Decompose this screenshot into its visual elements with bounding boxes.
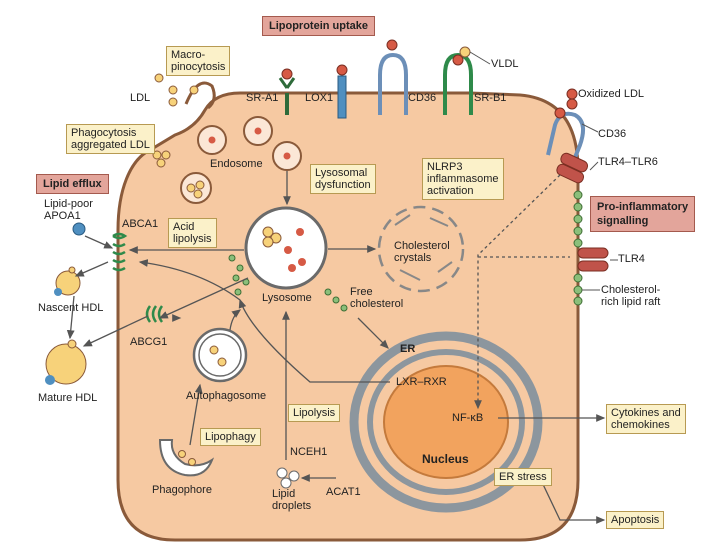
nucleus-er <box>349 331 543 513</box>
apoa1-particle <box>72 222 86 236</box>
sr-b1-receptor <box>443 46 491 115</box>
label-tlr4: TLR4 <box>618 253 645 265</box>
box-lipophagy: Lipophagy <box>200 428 261 446</box>
lox1-receptor <box>336 64 348 119</box>
label-lox1: LOX1 <box>305 92 334 104</box>
label-nascent-hdl: Nascent HDL <box>38 302 104 314</box>
label-ldl: LDL <box>130 92 151 104</box>
box-lysosomal-dysfunction: Lysosomal dysfunction <box>310 164 376 194</box>
mature-hdl-particle <box>45 339 87 385</box>
label-oxidized-ldl: Oxidized LDL <box>578 88 645 100</box>
leader-lines <box>581 123 618 291</box>
box-nlrp3: NLRP3 inflammasome activation <box>422 158 504 200</box>
label-cd36-right: CD36 <box>598 128 627 140</box>
oxidized-ldl-particles <box>566 88 578 100</box>
label-lysosome: Lysosome <box>262 292 312 304</box>
header-lipid-efflux: Lipid efflux <box>36 174 109 194</box>
lipid-raft-beads <box>573 190 583 306</box>
box-macropinocytosis: Macro- pinocytosis <box>166 46 231 76</box>
label-acat1: ACAT1 <box>326 486 361 498</box>
label-tlr4-tlr6: TLR4–TLR6 <box>598 156 658 168</box>
label-nf-kb: NF-κB <box>452 412 484 424</box>
cd36-right-receptor <box>546 98 586 166</box>
endosome-3 <box>272 141 302 171</box>
label-er: ER <box>400 343 416 355</box>
label-lxr-rxr: LXR–RXR <box>396 376 447 388</box>
phagophore <box>158 439 215 477</box>
box-acid-lipolysis: Acid lipolysis <box>168 218 217 248</box>
ldl-particles <box>154 73 199 107</box>
lipid-droplets <box>276 467 300 489</box>
cd36-top-receptor <box>378 39 408 115</box>
label-lipid-droplets: Lipid droplets <box>272 488 312 512</box>
label-sr-b1: SR-B1 <box>474 92 507 104</box>
label-cd36-top: CD36 <box>408 92 437 104</box>
tlr4-tlr6-receptor <box>556 152 589 184</box>
abca1-transporter <box>112 232 128 272</box>
arrows <box>66 171 606 524</box>
box-apoptosis: Apoptosis <box>606 511 665 529</box>
nascent-hdl-particle <box>54 266 81 296</box>
box-lipolysis: Lipolysis <box>288 404 341 422</box>
cholesterol-crystals <box>377 205 465 293</box>
label-abca1: ABCA1 <box>122 218 159 230</box>
label-lipid-poor-apoa1: Lipid-poor APOA1 <box>44 198 93 222</box>
label-cholesterol-crystals: Cholesterol crystals <box>394 240 450 264</box>
aggregated-ldl-cluster <box>152 150 171 168</box>
label-autophagosome: Autophagosome <box>186 390 267 402</box>
endosome-1 <box>197 125 227 155</box>
macropinocytosis-ruffle <box>184 81 216 110</box>
dashed-signalling <box>474 174 570 410</box>
header-pro-inflammatory: Pro-inflammatory signalling <box>590 196 696 232</box>
label-sr-a1: SR-A1 <box>246 92 279 104</box>
label-nucleus: Nucleus <box>422 452 469 466</box>
lysosome <box>244 206 328 290</box>
label-free-cholesterol: Free cholesterol <box>350 286 404 310</box>
box-cytokines: Cytokines and chemokines <box>606 404 686 434</box>
label-endosome: Endosome <box>210 158 263 170</box>
label-vldl: VLDL <box>491 58 519 70</box>
box-phagocytosis: Phagocytosis aggregated LDL <box>66 124 155 154</box>
tlr4-receptor <box>577 247 609 272</box>
label-mature-hdl: Mature HDL <box>38 392 98 404</box>
label-nceh1: NCEH1 <box>290 446 328 458</box>
endosome-4 <box>180 172 212 204</box>
endosome-2 <box>243 116 273 146</box>
label-raft: Cholesterol- rich lipid raft <box>601 284 661 308</box>
label-phagophore: Phagophore <box>152 484 212 496</box>
label-abcg1: ABCG1 <box>130 336 168 348</box>
autophagosome <box>192 327 248 383</box>
sr-a1-receptor <box>278 68 296 115</box>
box-er-stress: ER stress <box>494 468 552 486</box>
header-lipoprotein-uptake: Lipoprotein uptake <box>262 16 375 36</box>
